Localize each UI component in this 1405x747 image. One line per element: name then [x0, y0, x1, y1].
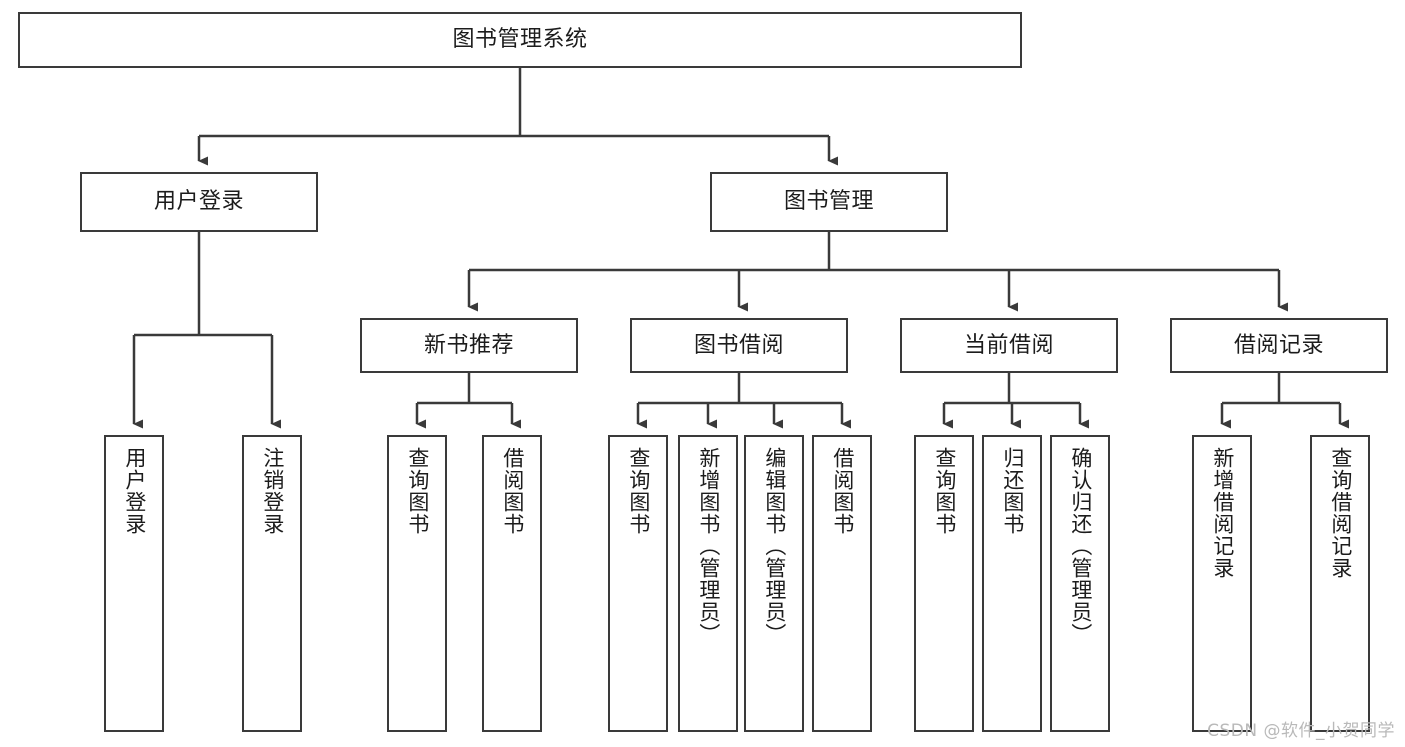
node-label-l-logout: 注销登录 [260, 447, 285, 535]
node-label-l-bo-br: 借阅图书 [830, 447, 855, 535]
node-label-current: 当前借阅 [963, 332, 1054, 358]
node-label-login: 用户登录 [153, 189, 244, 215]
node-root[interactable]: 图书管理系统 [18, 12, 1022, 68]
node-l-nb-b[interactable]: 借阅图书 [482, 435, 542, 732]
node-label-borrow: 图书借阅 [693, 332, 784, 358]
node-l-re-q[interactable]: 查询借阅记录 [1310, 435, 1370, 732]
node-label-l-login: 用户登录 [122, 447, 147, 535]
node-l-cu-q[interactable]: 查询图书 [914, 435, 974, 732]
node-label-l-cu-cf: 确认归还（管理员） [1068, 447, 1093, 645]
node-login[interactable]: 用户登录 [80, 172, 318, 232]
node-l-cu-r[interactable]: 归还图书 [982, 435, 1042, 732]
node-label-newbook: 新书推荐 [423, 332, 514, 358]
node-l-logout[interactable]: 注销登录 [242, 435, 302, 732]
node-label-bookmgmt: 图书管理 [783, 189, 874, 215]
node-l-nb-q[interactable]: 查询图书 [387, 435, 447, 732]
node-label-l-nb-q: 查询图书 [405, 447, 430, 535]
node-newbook[interactable]: 新书推荐 [360, 318, 578, 373]
node-label-l-bo-ed: 编辑图书（管理员） [762, 447, 787, 645]
node-l-bo-add[interactable]: 新增图书（管理员） [678, 435, 738, 732]
node-label-records: 借阅记录 [1233, 332, 1324, 358]
node-records[interactable]: 借阅记录 [1170, 318, 1388, 373]
csdn-watermark: CSDN @软件_小贺同学 [1207, 721, 1395, 741]
node-current[interactable]: 当前借阅 [900, 318, 1118, 373]
node-label-l-re-q: 查询借阅记录 [1328, 447, 1353, 579]
node-label-l-re-add: 新增借阅记录 [1210, 447, 1235, 579]
node-l-bo-ed[interactable]: 编辑图书（管理员） [744, 435, 804, 732]
node-label-l-cu-r: 归还图书 [1000, 447, 1025, 535]
node-l-cu-cf[interactable]: 确认归还（管理员） [1050, 435, 1110, 732]
node-label-l-cu-q: 查询图书 [932, 447, 957, 535]
node-bookmgmt[interactable]: 图书管理 [710, 172, 948, 232]
node-l-bo-q[interactable]: 查询图书 [608, 435, 668, 732]
node-label-root: 图书管理系统 [452, 27, 588, 53]
node-label-l-nb-b: 借阅图书 [500, 447, 525, 535]
node-l-login[interactable]: 用户登录 [104, 435, 164, 732]
node-label-l-bo-q: 查询图书 [626, 447, 651, 535]
node-borrow[interactable]: 图书借阅 [630, 318, 848, 373]
node-label-l-bo-add: 新增图书（管理员） [696, 447, 721, 645]
node-l-bo-br[interactable]: 借阅图书 [812, 435, 872, 732]
node-l-re-add[interactable]: 新增借阅记录 [1192, 435, 1252, 732]
